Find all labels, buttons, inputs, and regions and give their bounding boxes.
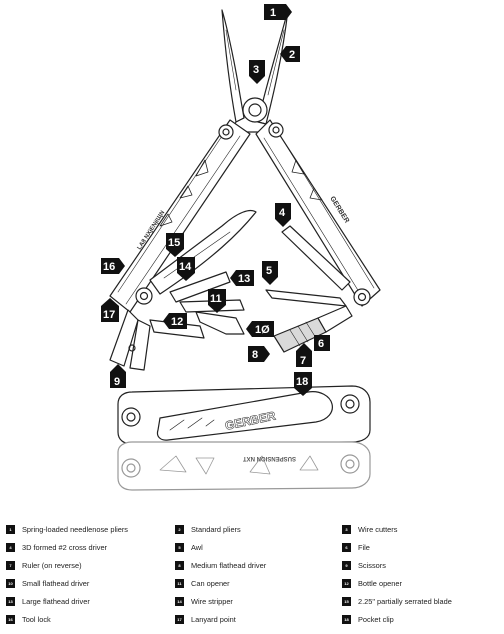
plier-jaws	[221, 9, 289, 133]
svg-text:5: 5	[266, 265, 272, 277]
svg-text:2: 2	[289, 49, 295, 61]
callout-7: 7	[296, 343, 312, 367]
callout-12: 12	[163, 313, 187, 329]
svg-text:1: 1	[270, 7, 276, 19]
callout-18: 18	[294, 372, 312, 396]
right-handle	[255, 119, 381, 307]
callout-8: 8	[248, 346, 270, 362]
svg-text:15: 15	[168, 237, 180, 249]
callout-11: 11	[208, 289, 226, 313]
callout-16: 16	[101, 258, 125, 274]
callout-3: 3	[249, 60, 265, 84]
pocket-clip	[156, 391, 333, 441]
callout-14: 14	[177, 257, 195, 281]
model-name: SUSPENSION NXT	[243, 455, 296, 461]
svg-text:16: 16	[103, 261, 115, 273]
scissors-tool	[109, 309, 151, 371]
svg-text:4: 4	[279, 207, 286, 219]
cross-driver-tool	[281, 225, 351, 291]
callout-1: 1	[264, 4, 292, 20]
svg-text:1Ø: 1Ø	[255, 324, 270, 336]
svg-text:9: 9	[114, 376, 120, 388]
closed-multitool	[117, 385, 371, 491]
awl-tool	[265, 289, 347, 307]
svg-text:8: 8	[252, 349, 258, 361]
svg-text:11: 11	[210, 293, 222, 305]
callout-10: 1Ø	[246, 321, 274, 337]
callout-6: 6	[314, 335, 330, 351]
svg-text:6: 6	[318, 338, 324, 350]
svg-text:17: 17	[103, 309, 115, 321]
multitool-diagram: LA8 NXɉENɉIЩN GERBER	[101, 4, 381, 491]
callout-17: 17	[101, 298, 119, 322]
callout-4: 4	[275, 203, 291, 227]
svg-text:7: 7	[300, 355, 306, 367]
left-handle	[109, 119, 251, 313]
callout-9: 9	[110, 364, 126, 388]
svg-text:3: 3	[253, 64, 259, 76]
callout-5: 5	[262, 261, 278, 285]
svg-text:12: 12	[171, 316, 183, 328]
callout-2: 2	[280, 46, 300, 62]
callout-13: 13	[230, 270, 254, 286]
svg-text:13: 13	[238, 273, 250, 285]
svg-text:18: 18	[296, 376, 308, 388]
callout-15: 15	[166, 233, 184, 257]
svg-text:14: 14	[179, 261, 192, 273]
